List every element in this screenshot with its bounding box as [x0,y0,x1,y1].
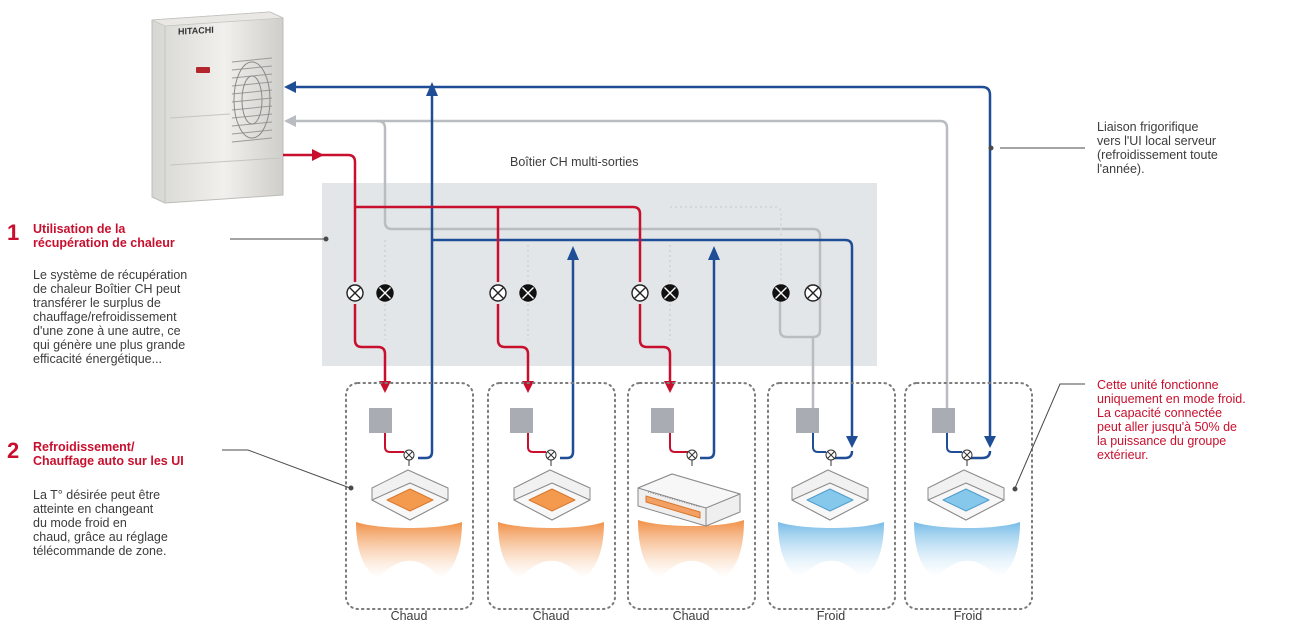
ducted-unit-icon [637,473,741,527]
gray-liquid-line [296,119,949,424]
section2-number: 2 [7,438,20,463]
blue-arrows [284,81,996,448]
zone-frame [487,382,616,610]
zone-label: Froid [953,609,983,623]
cassette-unit-icon [513,469,591,521]
section1-title-line2: récupération de chaleur [33,236,175,250]
cassette-unit-icon [371,469,449,521]
control-boxes [369,408,955,433]
zone-label: Chaud [390,609,428,623]
expansion-valve-icon [403,449,415,466]
zone-frame [904,382,1033,610]
blue-gas-line [296,85,992,460]
leader-lines [222,145,1085,492]
dotted-lines [384,206,782,340]
air-flows [356,520,1020,578]
cassette-unit-icon [927,469,1005,521]
zone-label: Froid [816,609,846,623]
valve-closed-icon [519,284,537,302]
zone-frame [627,382,756,610]
section1-number: 1 [7,220,20,245]
zone-label: Chaud [532,609,570,623]
zone-label: Chaud [672,609,710,623]
cassette-unit-icon [791,469,869,521]
zone-frame [345,382,474,610]
valve-closed-icon [661,284,679,302]
expansion-valve-icon [545,449,557,466]
ch-box-label: Boîtier CH multi-sorties [510,155,639,169]
brand-logo: HITACHI [178,25,214,37]
valves [346,284,822,302]
ch-box [322,183,877,366]
indoor-units [371,469,1005,527]
expansion-valves [403,449,973,466]
zone-frame [767,382,896,610]
gray-arrow [284,115,296,127]
valve-closed-icon [376,284,394,302]
expansion-valve-icon [686,449,698,466]
zones [345,382,1033,610]
valve-closed-icon [772,284,790,302]
section1-title-line1: Utilisation de la [33,222,126,236]
expansion-valve-icon [961,449,973,466]
valve-open-icon [346,284,364,302]
outdoor-unit: HITACHI [151,11,284,204]
valve-open-icon [489,284,507,302]
valve-open-icon [631,284,649,302]
red-hot-line [283,153,672,385]
section2-title-line2: Chauffage auto sur les UI [33,454,184,468]
valve-open-icon [804,284,822,302]
expansion-valve-icon [825,449,837,466]
section2-title-line1: Refroidissement/ [33,440,135,454]
